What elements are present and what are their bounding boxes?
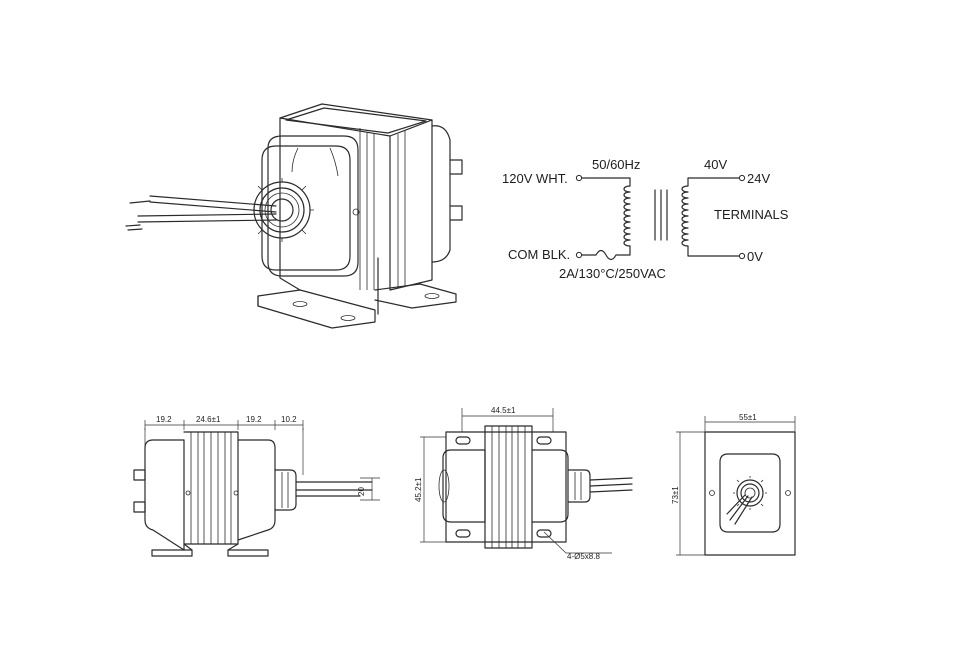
wiring-schematic: 120V WHT. COM BLK. 50/60Hz 2A/130°C/250V… — [502, 157, 789, 281]
top-hole-callout: 4-Ø5x8.8 — [567, 552, 600, 561]
label-frequency: 50/60Hz — [592, 157, 640, 172]
label-40v: 40V — [704, 157, 727, 172]
label-rating: 2A/130°C/250VAC — [559, 266, 666, 281]
label-terminals: TERMINALS — [714, 207, 789, 222]
primary-hot-terminal — [575, 174, 583, 182]
side-view-drawing: 19.2 24.6±1 19.2 10.2 20 — [133, 415, 380, 557]
primary-coil — [623, 185, 631, 247]
iron-core-lines — [654, 189, 668, 241]
side-dim-2: 24.6±1 — [196, 415, 221, 424]
secondary-coil — [681, 185, 689, 247]
end-dim-height: 73±1 — [671, 486, 680, 504]
secondary-24v-terminal — [738, 174, 746, 182]
label-0v: 0V — [747, 249, 763, 264]
label-120v-wht: 120V WHT. — [502, 171, 568, 186]
top-dim-width: 44.5±1 — [491, 406, 516, 415]
primary-common-terminal — [575, 251, 583, 259]
top-view-drawing: 44.5±1 45.2±1 4-Ø5x8.8 — [414, 406, 633, 561]
end-dim-width: 55±1 — [739, 413, 757, 422]
side-dim-lead: 20 — [357, 487, 366, 496]
side-dim-4: 10.2 — [281, 415, 297, 424]
end-grommet — [736, 479, 764, 507]
side-dim-3: 19.2 — [246, 415, 262, 424]
secondary-0v-terminal — [738, 252, 746, 260]
label-24v: 24V — [747, 171, 770, 186]
top-dim-height: 45.2±1 — [414, 477, 423, 502]
label-com-blk: COM BLK. — [508, 247, 570, 262]
end-view-drawing: 55±1 73±1 — [671, 413, 796, 556]
side-dim-1: 19.2 — [156, 415, 172, 424]
isometric-transformer-view — [125, 103, 463, 329]
